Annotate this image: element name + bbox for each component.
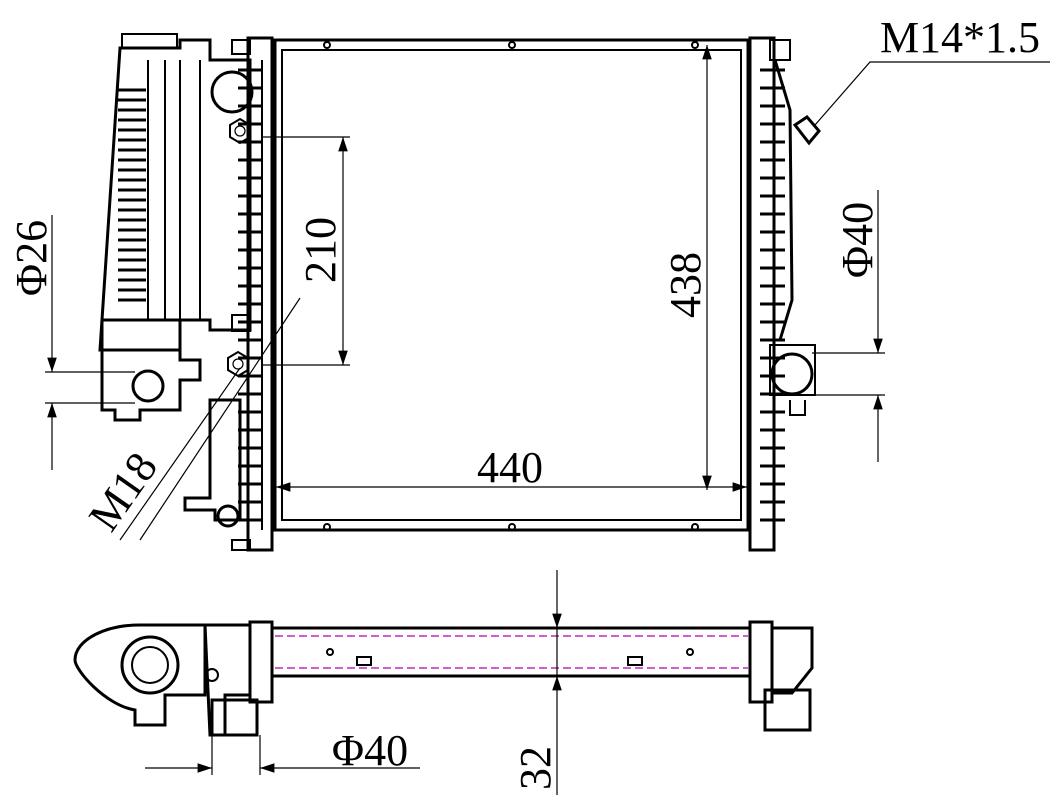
filler-cap bbox=[210, 70, 254, 114]
thread-m14-label: M14*1.5 bbox=[880, 13, 1040, 62]
dim-32-label: 32 bbox=[511, 746, 560, 790]
dim-210-label: 210 bbox=[296, 217, 345, 283]
dim-438-label: 438 bbox=[661, 252, 710, 318]
thread-m18-callout: M18 bbox=[79, 297, 301, 541]
inlet-26 bbox=[131, 369, 165, 403]
dim-right-diameter-label: Φ40 bbox=[833, 202, 882, 278]
top-view bbox=[73, 620, 814, 737]
front-view bbox=[98, 33, 821, 552]
dim-bottom-diameter-label: Φ40 bbox=[332, 726, 408, 775]
dim-440: 440 bbox=[276, 443, 747, 492]
dim-left-diameter-label: Φ26 bbox=[7, 220, 56, 296]
thread-m14-callout: M14*1.5 bbox=[814, 13, 1050, 126]
outlet-40 bbox=[770, 352, 814, 396]
dim-438: 438 bbox=[661, 45, 712, 490]
dim-left-diameter: Φ26 bbox=[7, 215, 135, 470]
dim-right-diameter: Φ40 bbox=[812, 190, 885, 462]
core-rivets bbox=[323, 41, 699, 531]
dim-bottom-diameter: Φ40 bbox=[145, 726, 420, 775]
dim-32: 32 bbox=[511, 570, 562, 795]
cap-top-view bbox=[120, 635, 180, 695]
dim-440-label: 440 bbox=[477, 443, 543, 492]
expansion-tank bbox=[98, 33, 254, 528]
dim-210: 210 bbox=[262, 136, 350, 366]
right-tank bbox=[748, 36, 794, 552]
left-tank bbox=[231, 36, 274, 552]
